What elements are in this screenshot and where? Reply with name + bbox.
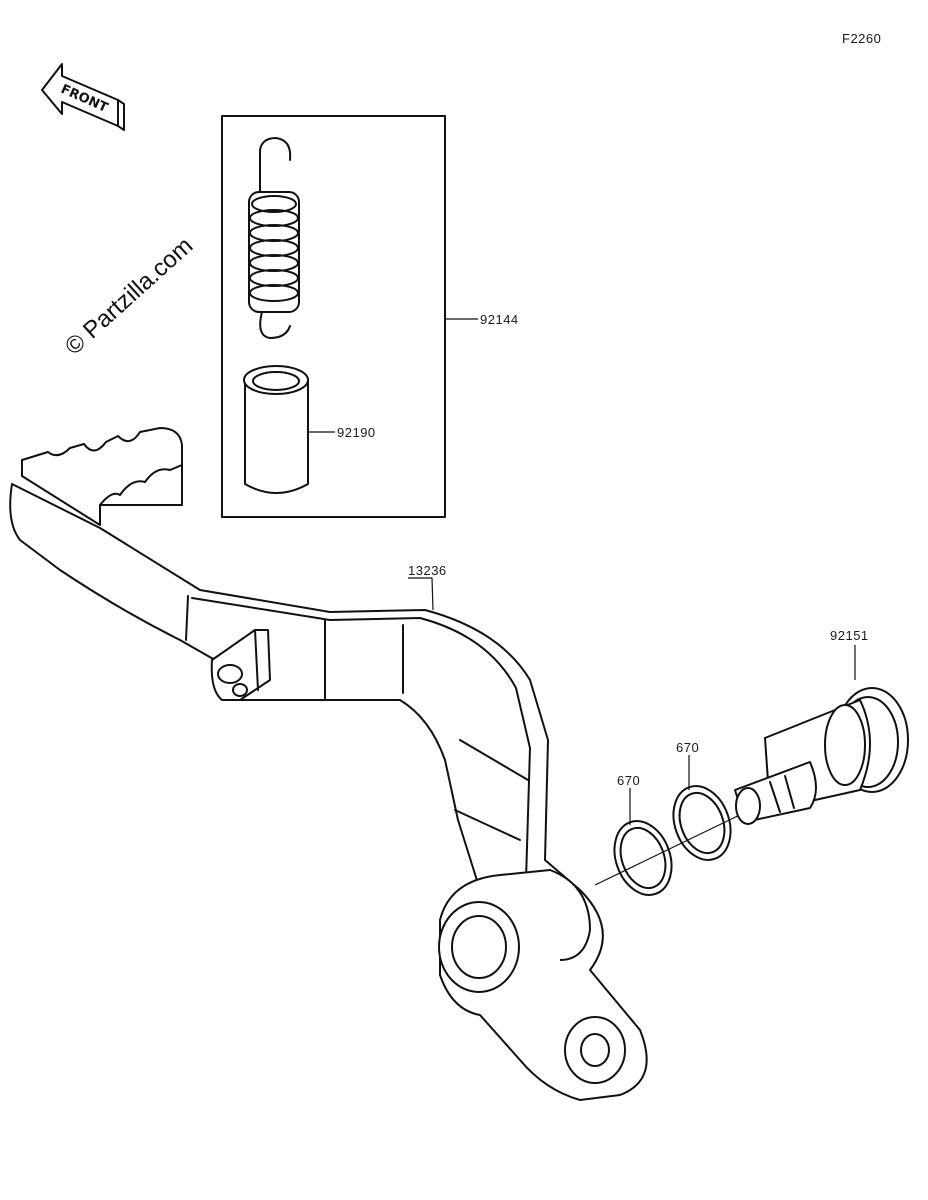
- part-label-13236: 13236: [408, 563, 447, 578]
- part-label-92151: 92151: [830, 628, 869, 643]
- figure-code: F2260: [842, 31, 881, 46]
- part-label-92190: 92190: [337, 425, 376, 440]
- return-spring: [248, 137, 300, 339]
- part-label-92144: 92144: [480, 312, 519, 327]
- brake-pedal: [9, 427, 648, 1101]
- part-label-670-upper: 670: [676, 740, 699, 755]
- o-ring-upper: [672, 785, 732, 861]
- pivot-shaft: [734, 687, 909, 825]
- leader-13236: [408, 577, 434, 611]
- part-label-670-lower: 670: [617, 773, 640, 788]
- sleeve-collar: [243, 365, 309, 494]
- front-arrow-icon: FRONT: [41, 63, 125, 131]
- assembly-axis: [594, 809, 751, 886]
- watermark: © Partzilla.com: [60, 232, 198, 360]
- spring-kit-frame: [221, 115, 446, 518]
- o-ring-lower: [613, 820, 673, 896]
